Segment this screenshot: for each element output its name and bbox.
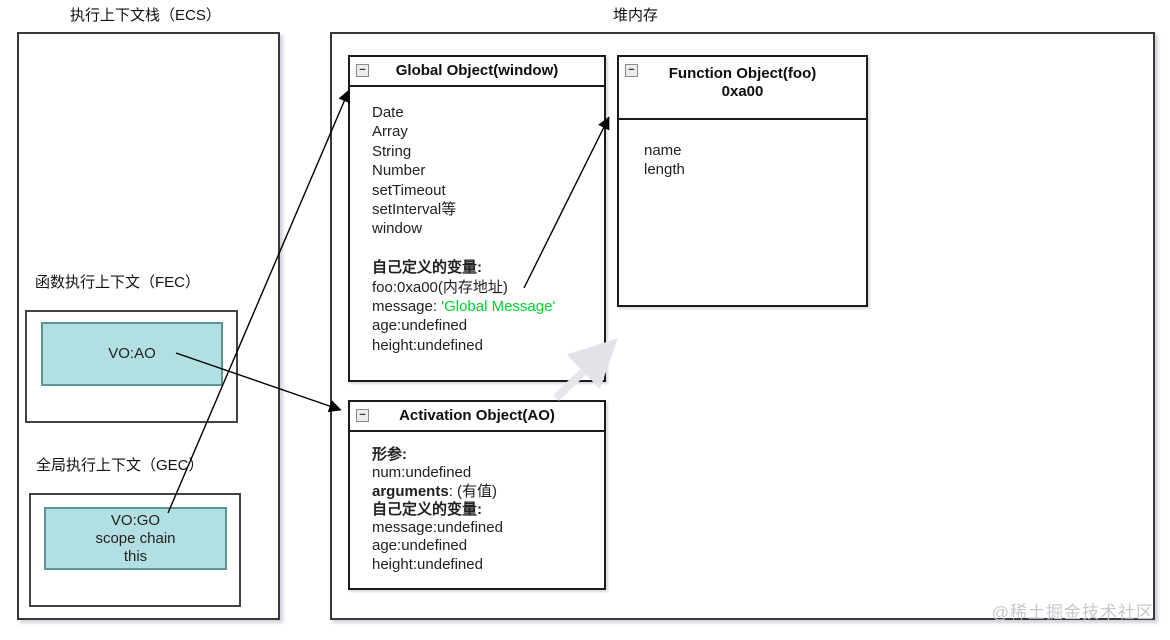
text-line: name bbox=[644, 142, 682, 159]
text-line: String bbox=[372, 142, 412, 160]
text-line: Array bbox=[372, 123, 408, 141]
text-line: 自己定义的变量: bbox=[372, 500, 482, 518]
collapse-minus-icon[interactable]: − bbox=[625, 64, 638, 77]
collapse-minus-icon[interactable]: − bbox=[356, 409, 369, 422]
text-line: height:undefined bbox=[372, 555, 483, 573]
text-line bbox=[372, 239, 604, 258]
text-line: 形参: bbox=[372, 446, 407, 463]
vo-ao-box: VO:AO bbox=[41, 322, 223, 386]
text-line: message: 'Global Message' bbox=[372, 298, 556, 316]
text-line: window bbox=[372, 220, 423, 238]
text-line: setInterval等 bbox=[372, 201, 457, 219]
text-line: Date bbox=[372, 104, 404, 121]
text-line: length bbox=[644, 161, 685, 178]
function-object-content: name length bbox=[619, 120, 866, 179]
activation-object-header: − Activation Object(AO) bbox=[350, 402, 604, 432]
text-line: age:undefined bbox=[372, 537, 468, 555]
text-line: age:undefined bbox=[372, 317, 468, 335]
function-object-title: Function Object(foo) bbox=[668, 65, 817, 82]
activation-object-box: − Activation Object(AO) 形参:num:undefined… bbox=[348, 400, 606, 590]
activation-object-title: Activation Object(AO) bbox=[399, 407, 555, 424]
text-line: message:undefined bbox=[372, 519, 503, 537]
text-line: height:undefined bbox=[372, 336, 483, 354]
text-line: 自己定义的变量: bbox=[372, 259, 482, 277]
global-object-title: Global Object(window) bbox=[395, 62, 559, 79]
watermark-text: @稀土掘金技术社区 bbox=[991, 603, 1154, 622]
ecs-section-title: 执行上下文栈（ECS） bbox=[70, 7, 221, 24]
function-object-header: − Function Object(foo) 0xa00 bbox=[619, 57, 866, 120]
text-line: setTimeout bbox=[372, 181, 446, 199]
text-line: VO:AO bbox=[108, 345, 156, 362]
fec-label: 函数执行上下文（FEC） bbox=[35, 274, 201, 291]
text-line: arguments: (有值) bbox=[372, 482, 498, 500]
gec-label: 全局执行上下文（GEC） bbox=[36, 457, 204, 474]
text-line: scope chain bbox=[95, 529, 176, 547]
heap-section-title: 堆内存 bbox=[613, 7, 659, 24]
text-line: this bbox=[123, 547, 148, 565]
text-line: foo:0xa00(内存地址) bbox=[372, 278, 508, 296]
text-line: num:undefined bbox=[372, 464, 472, 482]
global-object-header: − Global Object(window) bbox=[350, 57, 604, 87]
text-line: Number bbox=[372, 162, 426, 180]
collapse-minus-icon[interactable]: − bbox=[356, 64, 369, 77]
function-object-box: − Function Object(foo) 0xa00 name length bbox=[617, 55, 868, 307]
text-line: VO:GO bbox=[110, 511, 161, 529]
function-object-address: 0xa00 bbox=[721, 83, 764, 100]
